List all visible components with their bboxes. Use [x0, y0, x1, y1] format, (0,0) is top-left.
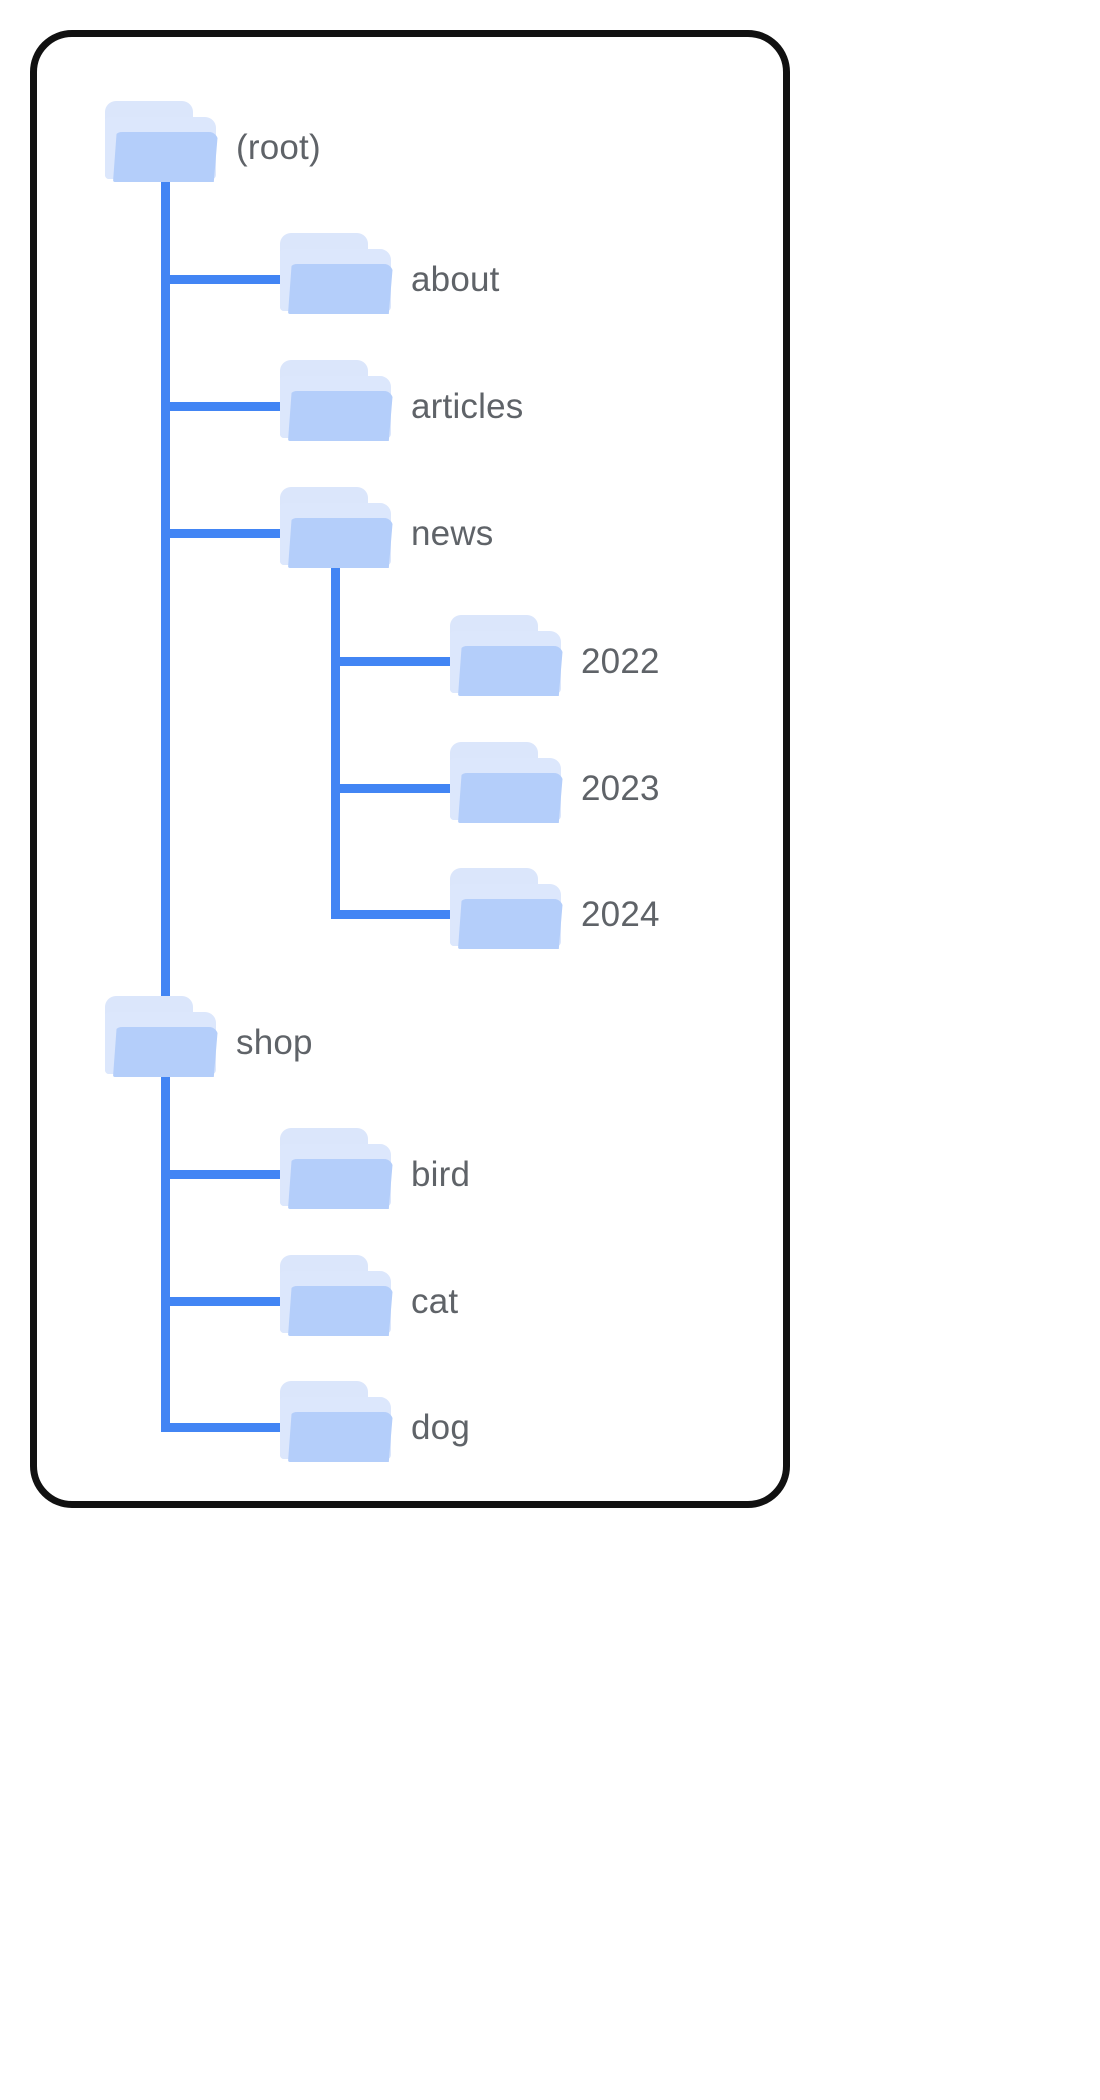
folder-icon — [280, 1255, 393, 1347]
tree-node-news[interactable]: news — [280, 487, 494, 579]
connector-branch-articles — [161, 402, 287, 411]
connector-trunk-shop — [161, 1072, 170, 1432]
tree-node-2023[interactable]: 2023 — [450, 742, 660, 834]
tree-node-label: (root) — [236, 127, 321, 167]
folder-icon — [280, 1128, 393, 1220]
folder-tree: (root) about articles news 2022 — [37, 37, 783, 1501]
connector-branch-cat — [161, 1297, 287, 1306]
tree-node-cat[interactable]: cat — [280, 1255, 458, 1347]
tree-node-label: 2022 — [581, 641, 660, 681]
connector-branch-dog — [161, 1423, 287, 1432]
folder-icon — [105, 996, 218, 1088]
tree-node-shop[interactable]: shop — [105, 996, 313, 1088]
connector-trunk-news — [331, 559, 340, 919]
tree-node-label: bird — [411, 1154, 471, 1194]
tree-node-about[interactable]: about — [280, 233, 500, 325]
folder-icon — [450, 742, 563, 834]
tree-node-label: articles — [411, 386, 524, 426]
folder-icon — [450, 615, 563, 707]
connector-branch-about — [161, 275, 287, 284]
folder-icon — [280, 1381, 393, 1473]
tree-node-label: 2024 — [581, 894, 660, 934]
folder-icon — [280, 360, 393, 452]
folder-icon — [105, 101, 218, 193]
tree-node-label: about — [411, 259, 500, 299]
folder-icon — [280, 487, 393, 579]
folder-icon — [280, 233, 393, 325]
folder-icon — [450, 868, 563, 960]
tree-node-root[interactable]: (root) — [105, 101, 321, 193]
tree-node-label: shop — [236, 1022, 313, 1062]
diagram-card: (root) about articles news 2022 — [30, 30, 790, 1508]
connector-branch-2023 — [331, 784, 457, 793]
tree-node-bird[interactable]: bird — [280, 1128, 470, 1220]
tree-node-dog[interactable]: dog — [280, 1381, 470, 1473]
connector-branch-bird — [161, 1170, 287, 1179]
connector-branch-news — [161, 529, 287, 538]
tree-node-2024[interactable]: 2024 — [450, 868, 660, 960]
tree-node-2022[interactable]: 2022 — [450, 615, 660, 707]
connector-branch-2022 — [331, 657, 457, 666]
connector-branch-2024 — [331, 910, 457, 919]
connector-trunk-root — [161, 177, 170, 1022]
tree-node-label: 2023 — [581, 768, 660, 808]
tree-node-label: cat — [411, 1281, 459, 1321]
tree-node-articles[interactable]: articles — [280, 360, 523, 452]
tree-node-label: dog — [411, 1407, 470, 1447]
tree-node-label: news — [411, 513, 494, 553]
